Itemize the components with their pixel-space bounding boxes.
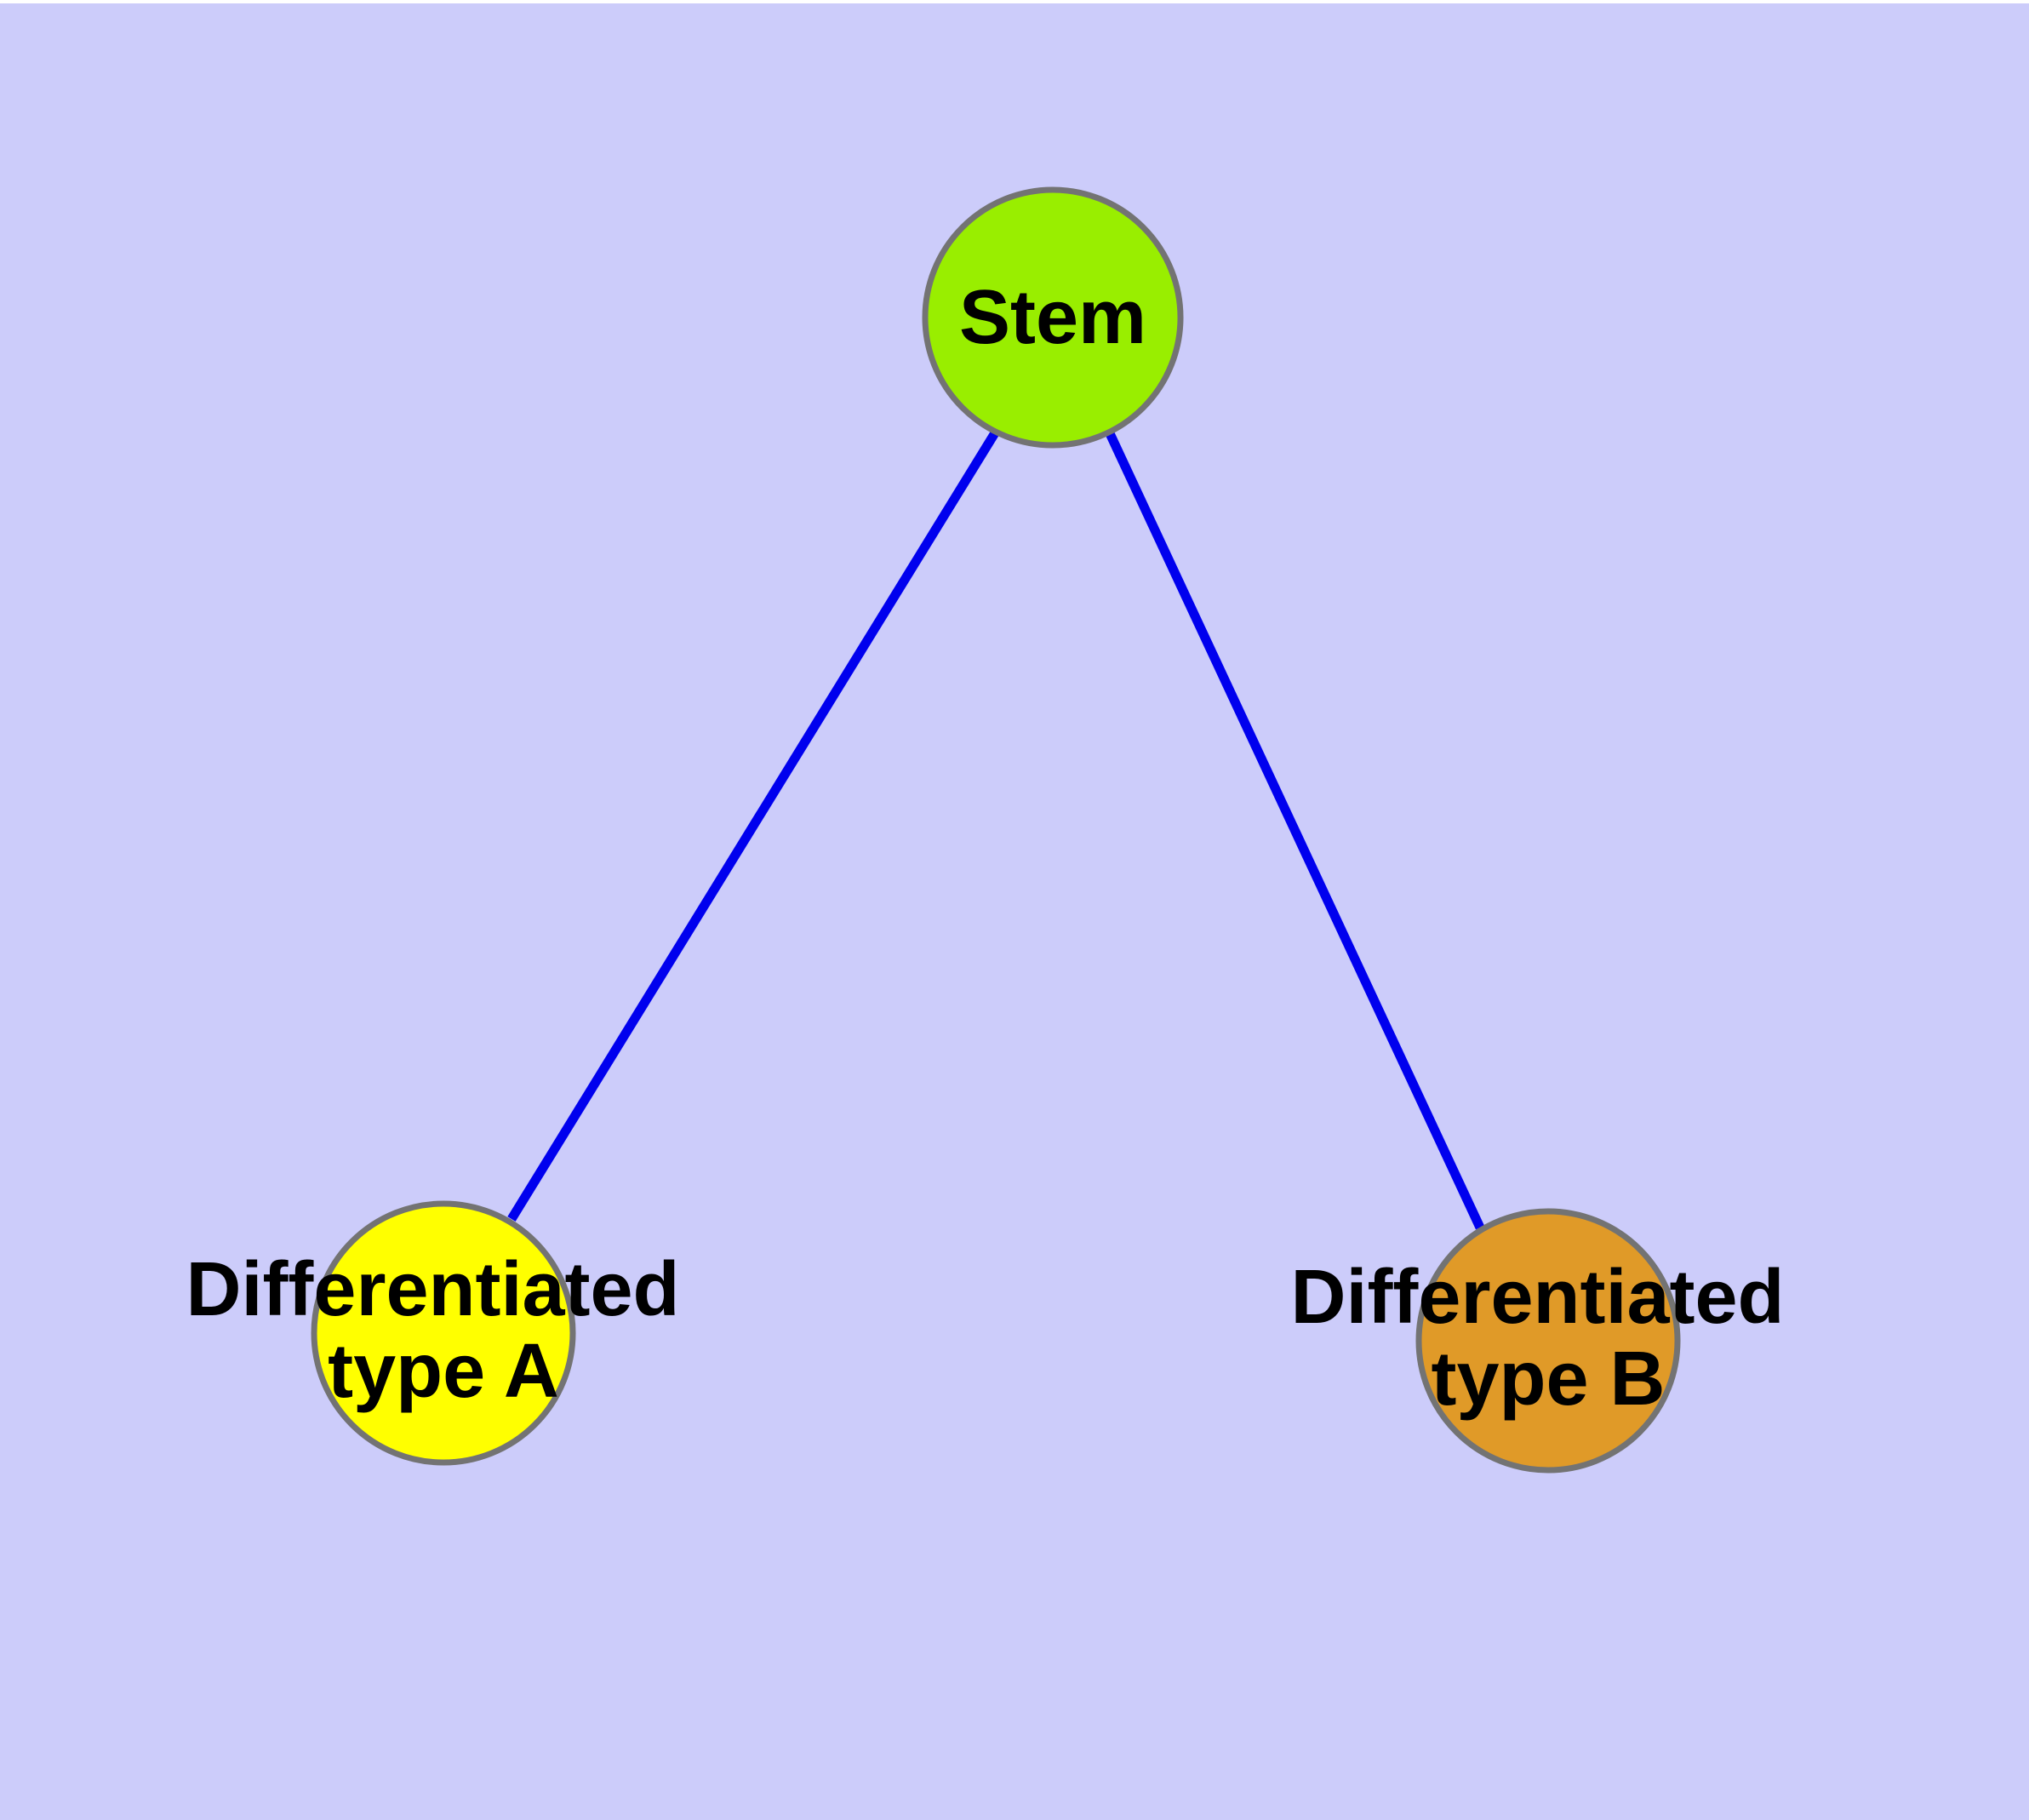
node-label-stem: Stem — [959, 275, 1146, 360]
label-layer: Stem Differentiated type A Differentiate… — [186, 275, 1805, 1422]
node-label-differentiated-type-a-line-1: Differentiated — [186, 1247, 679, 1332]
node-circle-differentiated-type-a[interactable] — [311, 1200, 576, 1466]
node-label-differentiated-type-a-line-2: type A — [328, 1329, 559, 1414]
node-label-differentiated-type-a: Differentiated type A — [186, 1247, 700, 1414]
node-circle-differentiated-type-b[interactable] — [1415, 1208, 1681, 1474]
node-stem[interactable] — [922, 186, 1184, 449]
node-circle-stem[interactable] — [922, 186, 1184, 449]
edge-stem-to-differentiated-type-b[interactable] — [1105, 429, 1484, 1230]
edge-layer — [507, 429, 1484, 1230]
node-label-differentiated-type-b-line-1: Differentiated — [1290, 1255, 1784, 1340]
node-label-stem-line-1: Stem — [959, 275, 1146, 360]
node-differentiated-type-b[interactable] — [1415, 1208, 1681, 1474]
edge-stem-to-differentiated-type-a[interactable] — [507, 429, 1000, 1222]
node-label-differentiated-type-b-line-2: type B — [1431, 1336, 1665, 1422]
node-label-differentiated-type-b: Differentiated type B — [1290, 1255, 1805, 1422]
node-differentiated-type-a[interactable] — [311, 1200, 576, 1466]
